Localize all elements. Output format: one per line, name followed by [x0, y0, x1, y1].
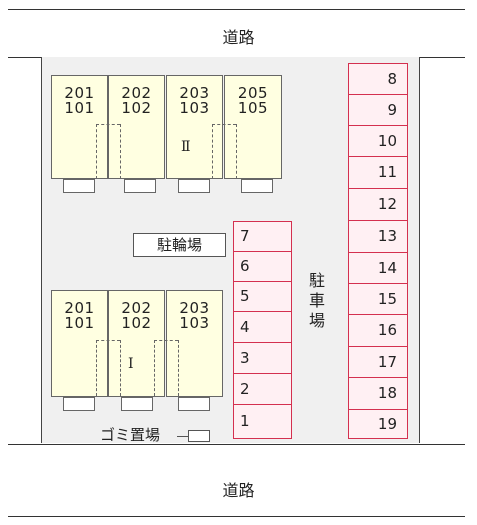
building-lower-label: Ⅰ: [128, 356, 134, 372]
unit-upper-2[interactable]: 202 102: [108, 75, 165, 179]
parking-spot[interactable]: 19: [348, 409, 408, 439]
unit-upper-4[interactable]: 205 105: [224, 75, 282, 179]
stair-dashed-line: [154, 340, 178, 341]
entrance-step: [178, 179, 210, 193]
stair-dashed-line: [96, 340, 120, 341]
unit-upper-number: 202: [121, 84, 152, 102]
stair-dashed-line: [154, 340, 155, 396]
stair-dashed-line: [96, 124, 97, 179]
parking-spot[interactable]: 17: [348, 346, 408, 378]
parking-spot[interactable]: 10: [348, 125, 408, 157]
parking-spot[interactable]: 6: [233, 251, 292, 282]
unit-upper-1[interactable]: 201 101: [51, 75, 108, 179]
entrance-step: [121, 397, 153, 411]
road-line-bottom-1: [8, 444, 465, 445]
garbage-connector-line: [177, 436, 188, 437]
stair-dashed-line: [96, 124, 120, 125]
entrance-step: [241, 179, 273, 193]
unit-lower-3[interactable]: 203 103: [166, 290, 223, 397]
parking-spot[interactable]: 14: [348, 252, 408, 284]
road-label-top: 道路: [222, 28, 255, 47]
stair-dashed-line: [178, 340, 179, 396]
parking-spot[interactable]: 8: [348, 63, 408, 95]
parking-spot[interactable]: 18: [348, 377, 408, 410]
parking-spot[interactable]: 9: [348, 94, 408, 126]
unit-upper-number: 201: [64, 299, 95, 317]
stair-dashed-line: [212, 124, 236, 125]
unit-upper-number: 203: [179, 299, 210, 317]
unit-upper-number: 203: [179, 84, 210, 102]
entrance-step: [178, 397, 210, 411]
parking-spot[interactable]: 15: [348, 283, 408, 315]
road-line-bottom-2: [8, 516, 465, 517]
road-label-bottom: 道路: [222, 481, 255, 500]
unit-lower-number: 103: [179, 99, 210, 117]
stair-dashed-line: [120, 124, 121, 179]
unit-lower-1[interactable]: 201 101: [51, 290, 108, 397]
parking-spot[interactable]: 2: [233, 373, 292, 405]
unit-lower-number: 101: [64, 99, 95, 117]
parking-spot[interactable]: 7: [233, 221, 292, 252]
bicycle-parking: 駐輪場: [133, 233, 226, 257]
unit-lower-number: 102: [121, 99, 152, 117]
garbage-box: [188, 430, 210, 442]
road-line-top-1: [8, 9, 465, 10]
parking-label-char: 場: [308, 311, 325, 330]
stair-dashed-line: [212, 124, 213, 179]
unit-upper-number: 201: [64, 84, 95, 102]
parking-label-char: 車: [308, 291, 325, 310]
parking-spot[interactable]: 13: [348, 220, 408, 253]
parking-spot[interactable]: 11: [348, 156, 408, 189]
entrance-step: [63, 179, 95, 193]
unit-lower-number: 102: [121, 314, 152, 332]
building-upper-label: Ⅱ: [181, 139, 191, 155]
parking-label: 駐 車 場: [307, 271, 327, 331]
entrance-step: [124, 179, 156, 193]
entrance-step: [63, 397, 95, 411]
unit-lower-number: 103: [179, 314, 210, 332]
stair-dashed-line: [96, 340, 97, 396]
unit-upper-3[interactable]: 203 103: [166, 75, 223, 179]
stair-dashed-line: [236, 124, 237, 179]
unit-lower-2[interactable]: 202 102: [108, 290, 165, 397]
parking-spot[interactable]: 1: [233, 404, 292, 439]
parking-label-char: 駐: [308, 271, 325, 290]
parking-spot[interactable]: 4: [233, 311, 292, 343]
parking-spot[interactable]: 5: [233, 281, 292, 312]
unit-upper-number: 202: [121, 299, 152, 317]
unit-lower-number: 101: [64, 314, 95, 332]
unit-upper-number: 205: [237, 84, 269, 102]
unit-lower-number: 105: [237, 99, 269, 117]
parking-spot[interactable]: 3: [233, 342, 292, 374]
garbage-area-label: ゴミ置場: [100, 426, 161, 444]
parking-spot[interactable]: 12: [348, 188, 408, 221]
stair-dashed-line: [120, 340, 121, 396]
parking-spot[interactable]: 16: [348, 314, 408, 347]
